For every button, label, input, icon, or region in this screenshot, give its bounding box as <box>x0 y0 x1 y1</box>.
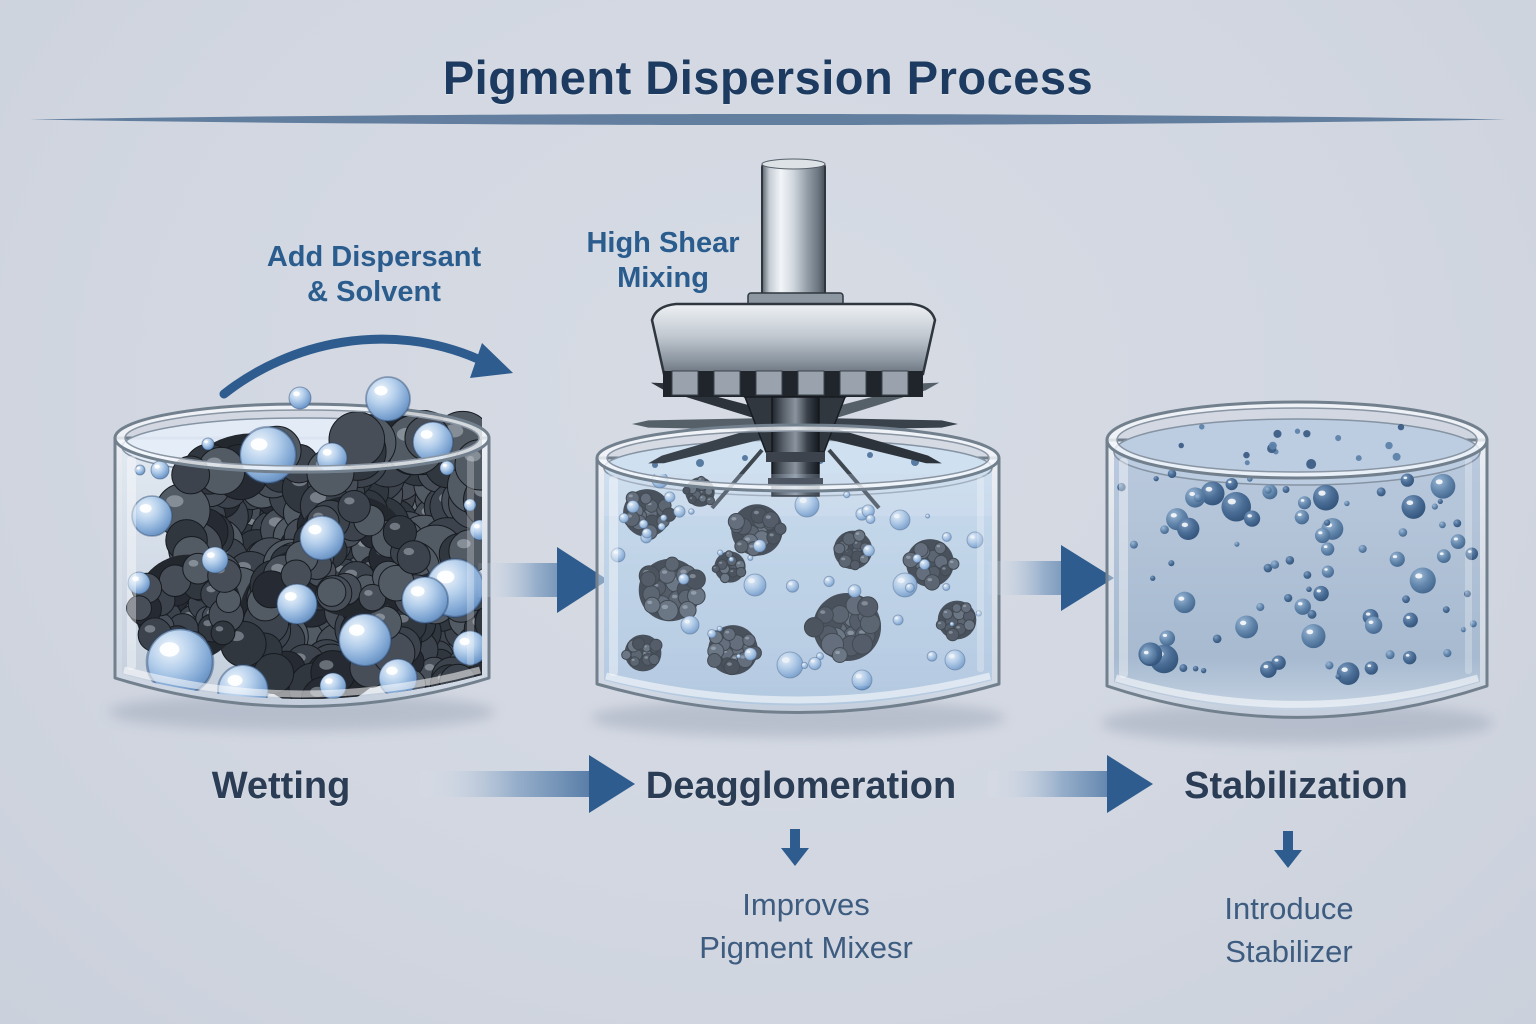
title-divider <box>30 114 1506 125</box>
high-shear-annotation: High Shear Mixing <box>586 226 739 297</box>
beaker-stabilization-illustration <box>1101 400 1493 744</box>
arrow-beaker-2-to-3-icon <box>988 545 1114 611</box>
caption-stabilization-line1: Introduce <box>1224 891 1354 926</box>
flow-arrow-wetting-deagglomeration-icon <box>420 755 635 813</box>
arrow-beaker-1-to-2-icon <box>478 547 608 613</box>
caption-stabilization-line2: Stabilizer <box>1225 933 1353 969</box>
high-shear-line1: High Shear <box>586 227 740 259</box>
add-dispersant-line2: & Solvent <box>307 276 441 309</box>
caption-deagglomeration-line2: Pigment Mixesr <box>699 929 913 965</box>
pour-curved-arrow-icon <box>219 334 513 399</box>
beaker-deagglomeration-glass-front <box>595 423 1001 704</box>
beaker-wetting-illustration <box>109 376 495 731</box>
stage-label-wetting: Wetting <box>211 765 351 807</box>
high-shear-line2: Mixing <box>617 262 709 295</box>
flow-arrow-deagglomeration-stabilization-icon <box>988 755 1153 813</box>
down-arrow-stabilization-icon <box>1274 831 1302 868</box>
caption-deagglomeration-line1: Improves <box>742 887 870 922</box>
add-dispersant-annotation: Add Dispersant & Solvent <box>267 240 481 311</box>
caption-deagglomeration: Improves Pigment Mixesr <box>699 884 913 970</box>
stage-label-deagglomeration: Deagglomeration <box>645 765 957 807</box>
stage-label-stabilization: Stabilization <box>1184 765 1408 807</box>
high-shear-mixer-illustration <box>632 158 958 510</box>
add-dispersant-line1: Add Dispersant <box>266 241 482 273</box>
down-arrow-deagglomeration-icon <box>781 829 809 866</box>
caption-stabilization: Introduce Stabilizer <box>1224 888 1353 974</box>
page-title: Pigment Dispersion Process <box>442 51 1094 104</box>
